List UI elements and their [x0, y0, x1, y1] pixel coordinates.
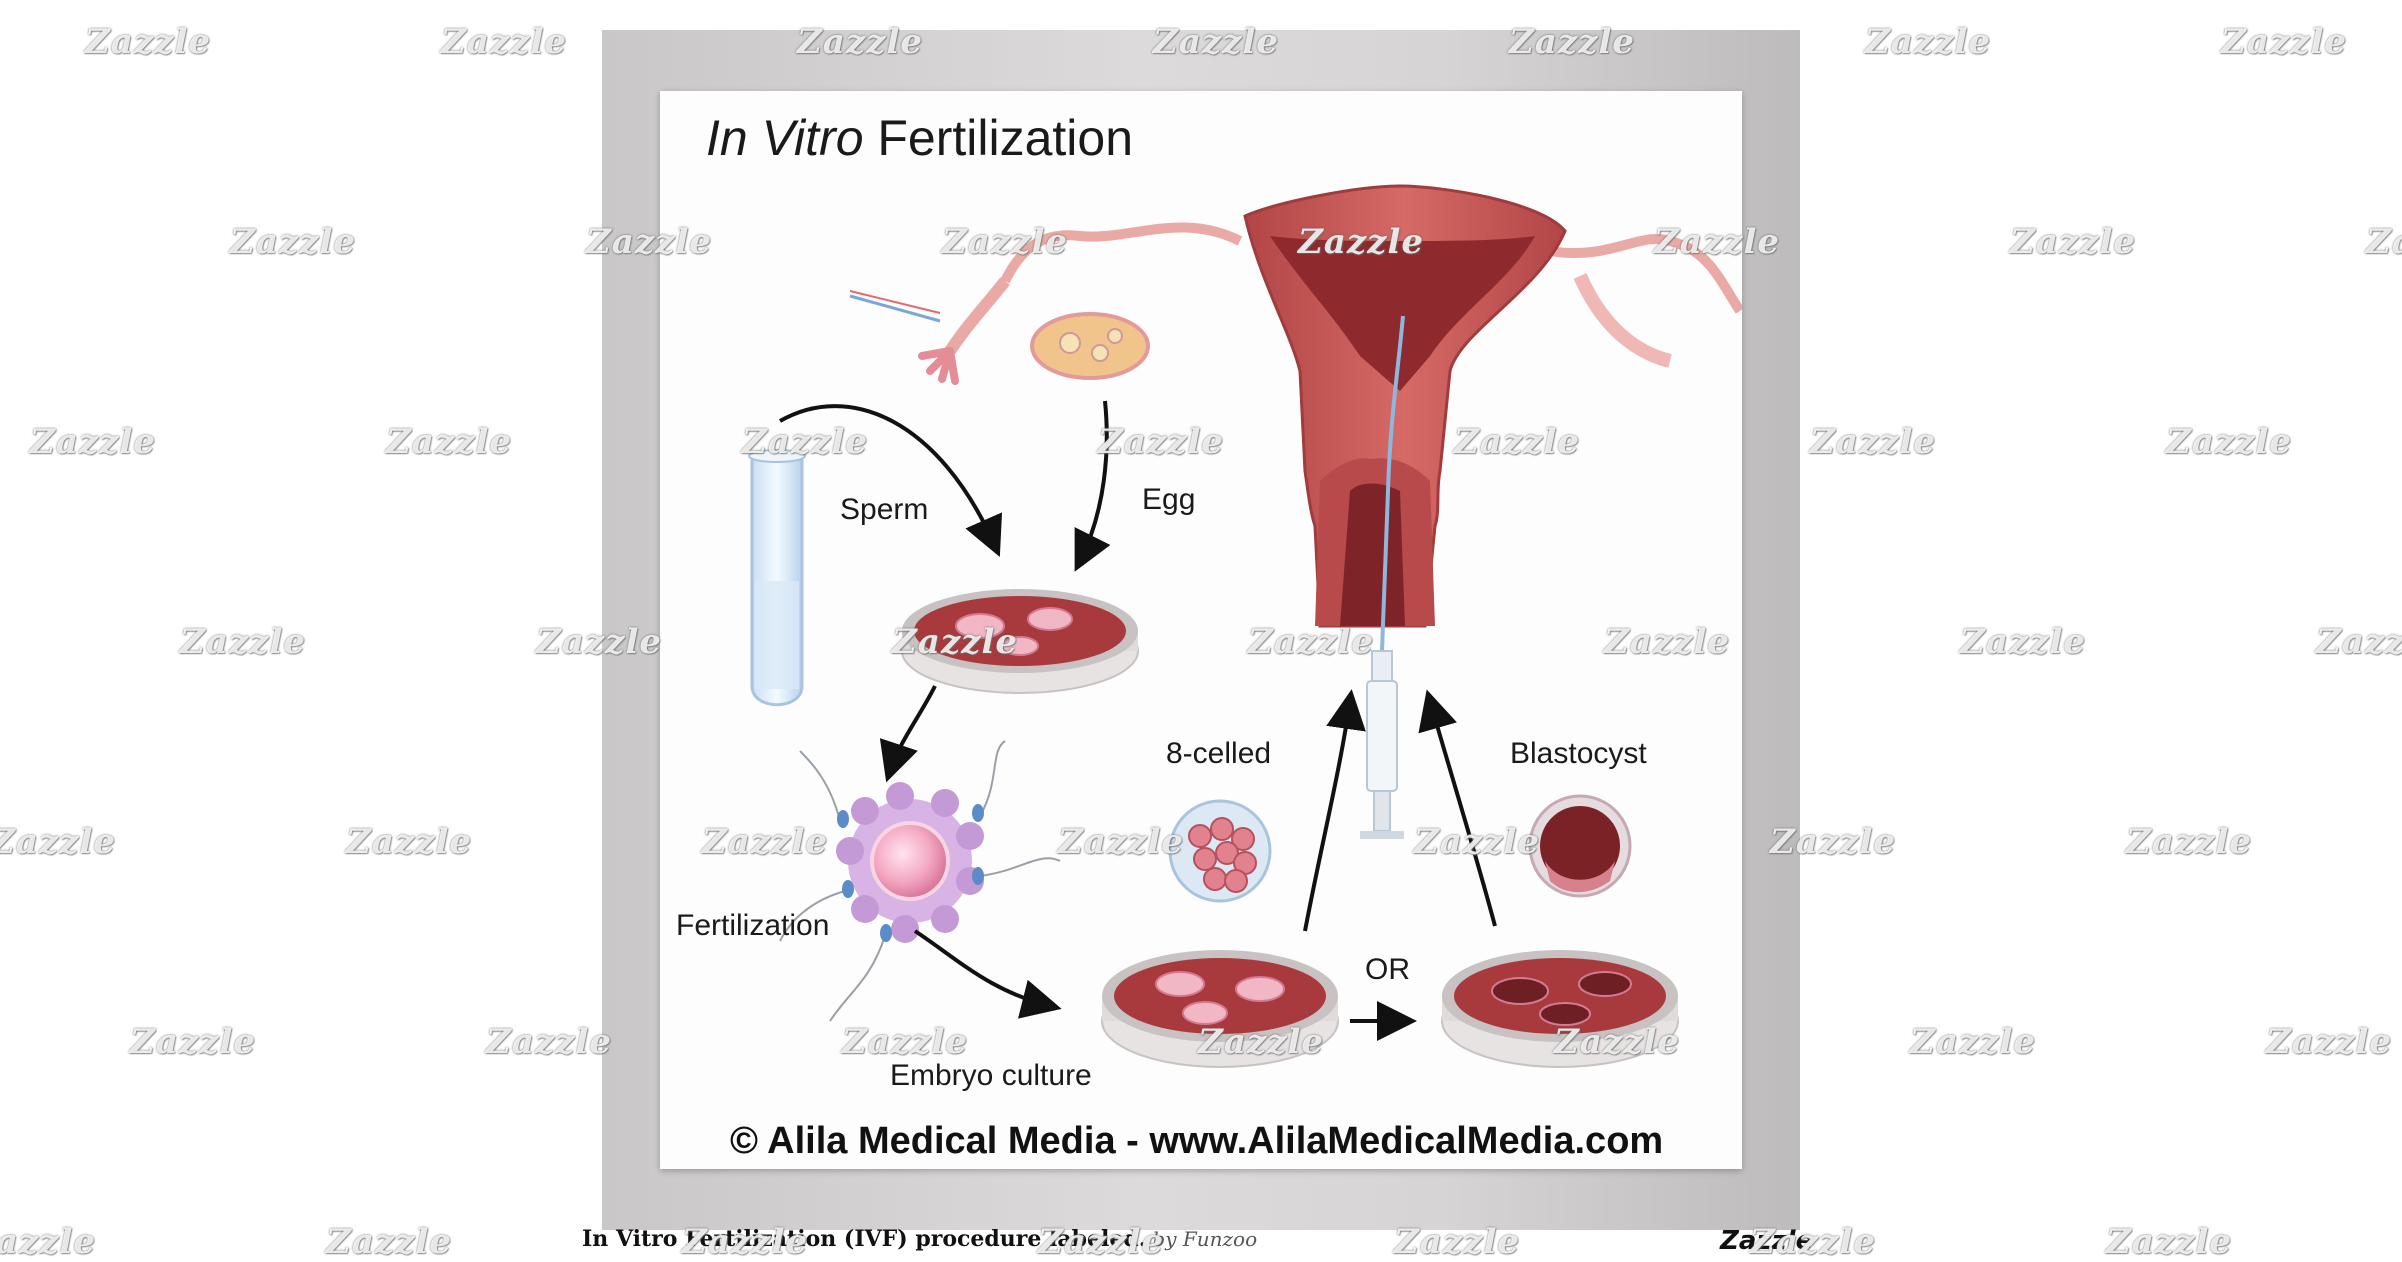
label-embryo-culture: Embryo culture [890, 1059, 1092, 1092]
label-sperm: Sperm [840, 493, 929, 526]
watermark-text: Zazzle [326, 1222, 453, 1262]
product-caption: In Vitro Fertilization (IVF) procedure l… [582, 1226, 1257, 1252]
arrow-blastocyst-to-uterus [1418, 689, 1497, 927]
watermark-text: Zazzle [2106, 1222, 2233, 1262]
label-or: OR [1365, 953, 1410, 986]
blastocyst [1528, 794, 1632, 898]
fallopian-tube-left [849, 222, 1243, 385]
process-arrows [779, 400, 1497, 1041]
watermark-text: Zazzle [0, 822, 117, 862]
arrow-dish-to-fertilization [879, 685, 937, 783]
watermark-text: Zazzle [1960, 622, 2087, 662]
title-italic: In Vitro [706, 110, 864, 166]
watermark-text: Zazzle [1910, 1022, 2037, 1062]
watermark-text: Zazzle [230, 222, 357, 262]
watermark-text: Zazzle [2266, 1022, 2393, 1062]
label-blastocyst: Blastocyst [1510, 737, 1647, 770]
fallopian-tube-right [1549, 233, 1742, 368]
caption-text[interactable]: In Vitro Fertilization (IVF) procedure l… [582, 1226, 1147, 1252]
label-fertilization: Fertilization [676, 909, 830, 942]
watermark-text: Zazzle [2366, 222, 2402, 262]
catheter-syringe [1360, 315, 1405, 839]
arrow-fertilization-to-culture [913, 929, 1062, 1019]
ivf-illustration [748, 184, 1742, 1068]
sperm-test-tube [748, 449, 806, 707]
poster: In Vitro Fertilization Sperm Egg 8-celle… [660, 91, 1742, 1169]
arrow-sperm-to-dish [779, 404, 1003, 557]
uterus [1243, 184, 1567, 628]
petri-dish-blastocyst [1441, 950, 1679, 1068]
arrow-egg-to-dish [1074, 400, 1111, 572]
watermark-text: Zazzle [386, 422, 513, 462]
caption-byline[interactable]: by Funzoo [1152, 1227, 1258, 1251]
fertilization-egg [779, 740, 1061, 1022]
watermark-text: Zazzle [2316, 622, 2402, 662]
watermark-text: Zazzle [180, 622, 307, 662]
ovary [1030, 312, 1150, 380]
watermark-text: Zazzle [1810, 422, 1937, 462]
watermark-text: Zazzle [346, 822, 473, 862]
watermark-text: Zazzle [2126, 822, 2253, 862]
title-rest: Fertilization [863, 110, 1134, 166]
watermark-text: Zazzle [2166, 422, 2293, 462]
watermark-text: Zazzle [1865, 22, 1992, 62]
petri-dish-embryo-culture [1101, 950, 1339, 1068]
poster-title: In Vitro Fertilization [706, 109, 1133, 167]
watermark-text: Zazzle [2010, 222, 2137, 262]
watermark-text: Zazzle [30, 422, 157, 462]
zazzle-brand[interactable]: Zazzle [1720, 1226, 1814, 1256]
watermark-text: Zazzle [441, 22, 568, 62]
watermark-text: Zazzle [130, 1022, 257, 1062]
watermark-text: Zazzle [486, 1022, 613, 1062]
watermark-text: Zazzle [0, 1222, 97, 1262]
label-egg: Egg [1142, 483, 1196, 516]
label-8-celled: 8-celled [1166, 737, 1272, 770]
arrow-culture-to-uterus [1303, 689, 1366, 932]
eight-celled-embryo [1168, 799, 1272, 903]
petri-dish-collection [901, 589, 1139, 694]
poster-credit: © Alila Medical Media - www.AlilaMedical… [730, 1120, 1664, 1162]
watermark-text: Zazzle [85, 22, 212, 62]
watermark-text: Zazzle [2221, 22, 2348, 62]
